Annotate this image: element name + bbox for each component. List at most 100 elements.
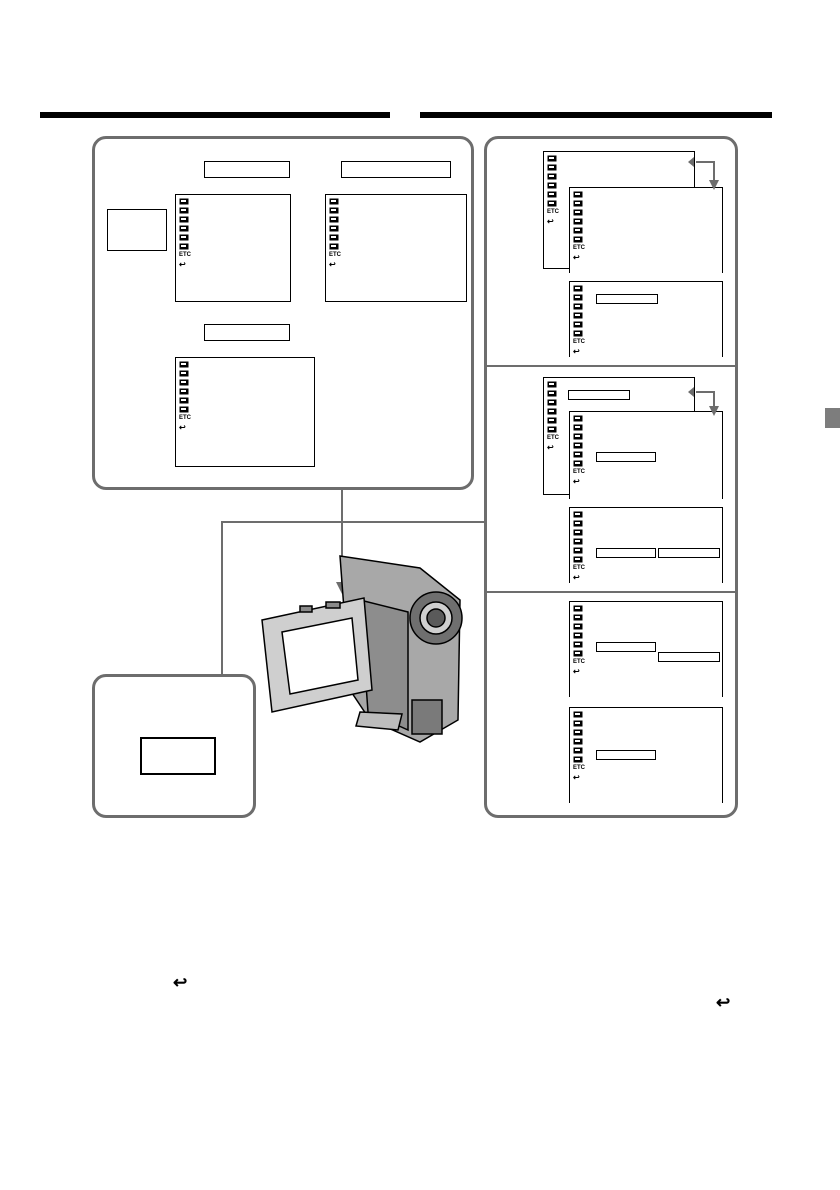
etc-icon: ETC [547,435,559,441]
cassette-set-icon [179,388,189,395]
cassette-set-icon [573,538,583,545]
step1-highlight-box [596,294,658,304]
cm-set-icon [573,294,583,301]
step-separator-1 [487,365,735,367]
etc-icon: ETC [547,209,559,215]
section-rule-right [420,112,772,118]
menu-screen-vcr: ETC↩ [325,194,467,302]
menu-steps-panel: ETC↩ ETC↩ ETC↩ ETC↩ ETC↩ ETC↩ ETC↩ ETC↩ [484,136,738,818]
return-icon: ↩ [173,973,188,992]
tape-set-icon [573,321,583,328]
step-separator-2 [487,591,735,593]
camera-set-icon [573,285,583,292]
step2-menu-screen-c: ETC ↩ [569,507,723,583]
lcd-vf-set-icon [179,216,189,223]
step3-highlight-box-a [596,642,656,652]
menu-icon-column: ETC ↩ [547,381,561,453]
menu-icon-column: ETC ↩ [573,605,587,677]
menu-overview-panel: ETC↩ ETC↩ ETC↩ [92,136,474,490]
cassette-set-icon [179,225,189,232]
tape-set-icon [179,397,189,404]
camera-set-icon [547,381,557,388]
lcd-flip-panel [261,597,373,713]
cassette-set-icon [573,738,583,745]
etc-icon: ETC [179,415,191,421]
lcd-vf-set-icon [329,216,339,223]
tape-set-icon [573,641,583,648]
camera-set-icon [547,155,557,162]
etc-icon: ETC [573,339,585,345]
lcd-vf-set-icon [179,379,189,386]
lcd-vf-set-icon [573,209,583,216]
setup-menu-icon [573,556,583,563]
section-rule-left [40,112,390,118]
setup-menu-icon [329,243,339,250]
menu-screen-camera: ETC ↩ [175,194,291,302]
return-icon: ↩ [547,443,554,452]
step3-highlight-box-c [596,750,656,760]
menu-icon-column: ETC ↩ [573,511,587,583]
tape-set-icon [573,747,583,754]
tape-set-icon [547,191,557,198]
etc-icon: ETC [179,252,191,258]
chapter-thumb-tab [825,408,840,428]
step2-highlight-box-d [658,548,720,558]
cassette-set-icon [573,312,583,319]
setup-menu-icon [573,756,583,763]
return-icon: ↩ [573,347,580,356]
lcd-vf-set-icon [573,729,583,736]
menu-screen-memory: ETC↩ [175,357,315,467]
etc-icon: ETC [573,659,585,665]
cm-set-icon [573,520,583,527]
cassette-set-icon [547,182,557,189]
menu-icon-column: ETC↩ [179,361,193,433]
camera-set-icon [573,605,583,612]
lcd-vf-set-icon [573,529,583,536]
menu-icon-column: ETC ↩ [179,198,193,270]
cassette-set-icon [547,408,557,415]
tape-set-icon [329,234,339,241]
setup-menu-icon [179,406,189,413]
mode-label-box-2 [341,161,451,178]
step2-menu-screen-b: ETC↩ [569,411,723,499]
menu-icon-column: ETC ↩ [547,155,561,227]
tape-set-icon [573,451,583,458]
cm-set-icon [179,207,189,214]
camera-set-icon [573,415,583,422]
return-icon: ↩ [547,217,554,226]
tape-set-icon [573,547,583,554]
menu-icon-column: ETC ↩ [573,191,587,263]
return-icon: ↩ [179,260,186,269]
setup-menu-icon [573,236,583,243]
cm-set-icon [179,370,189,377]
menu-icon-column: ETC ↩ [573,711,587,783]
setup-menu-icon [179,243,189,250]
etc-icon: ETC [329,252,341,258]
mode-label-box-3 [204,324,290,341]
lcd-vf-set-icon [573,303,583,310]
lcd-vf-set-icon [547,399,557,406]
tape-set-icon [573,227,583,234]
return-icon: ↩ [573,253,580,262]
note-panel [92,674,256,818]
mode-label-box-1 [204,161,290,178]
lcd-vf-set-icon [573,623,583,630]
return-icon: ↩ [573,773,580,782]
lcd-vf-set-icon [547,173,557,180]
camera-set-icon [179,198,189,205]
etc-icon: ETC [573,765,585,771]
power-mode-box [107,209,167,251]
camera-set-icon [329,198,339,205]
etc-icon: ETC [573,469,585,475]
setup-menu-icon [573,330,583,337]
return-icon: ↩ [573,667,580,676]
setup-menu-icon [573,460,583,467]
return-icon: ↩ [573,573,580,582]
etc-icon: ETC [573,565,585,571]
note-label-box [140,737,216,775]
etc-icon: ETC [573,245,585,251]
step3-menu-screen-a: ETC ↩ [569,601,723,697]
cassette-set-icon [573,442,583,449]
cm-set-icon [573,720,583,727]
step2-highlight-box-b [596,452,656,462]
